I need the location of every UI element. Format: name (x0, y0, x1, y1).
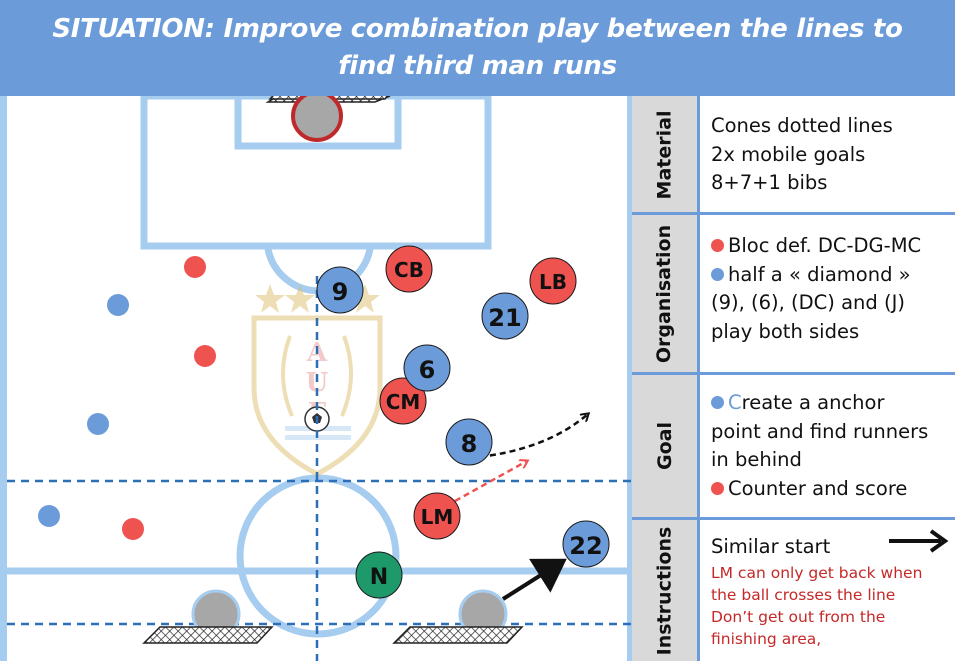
organisation-blue-line: half a « diamond » (711, 261, 955, 290)
penalty-area (140, 96, 492, 250)
blue-bullet-icon (711, 396, 724, 409)
player-blue-9: 9 (316, 266, 364, 314)
pass-arrow (501, 558, 567, 601)
instructions-red-line: LM can only get back when (711, 563, 923, 582)
svg-text:CM: CM (386, 390, 421, 414)
svg-text:LB: LB (539, 270, 567, 294)
svg-text:CB: CB (394, 258, 424, 282)
goal-row: Goal Create a anchor point and find runn… (632, 375, 955, 517)
player-blue-21: 21 (481, 292, 529, 340)
red-bullet-icon (711, 239, 724, 252)
goal-line: point and find runners (711, 419, 929, 443)
side-panel: Material Cones dotted lines 2x mobile go… (632, 96, 955, 661)
player-blue-8: 8 (445, 418, 493, 466)
svg-text:6: 6 (419, 356, 436, 384)
organisation-content: Bloc def. DC-DG-MC half a « diamond » (9… (700, 215, 955, 372)
instructions-red-line: the ball crosses the line (711, 585, 896, 604)
instructions-label: Instructions (653, 526, 676, 655)
organisation-label-cell: Organisation (632, 215, 700, 372)
player-blue-6: 6 (403, 344, 451, 392)
goal-label-cell: Goal (632, 375, 700, 517)
top-mobile-goal (265, 96, 391, 142)
material-line: 2x mobile goals (711, 142, 866, 166)
blue-bullet-icon (711, 267, 724, 281)
red-dashed-run-arrow (454, 461, 527, 503)
goal-line: in behind (711, 448, 802, 471)
player-red-cb: CB (385, 245, 433, 293)
svg-text:8: 8 (461, 430, 478, 458)
page-title: SITUATION: Improve combination play betw… (52, 14, 903, 81)
row-divider (632, 212, 955, 215)
arrow-right-icon (889, 529, 949, 553)
header-banner: SITUATION: Improve combination play betw… (0, 0, 955, 96)
cone-markers (38, 256, 216, 540)
svg-text:U: U (306, 368, 329, 398)
organisation-red-line: Bloc def. DC-DG-MC (711, 232, 955, 261)
svg-text:N: N (370, 565, 388, 590)
row-divider (632, 372, 955, 375)
goal-area (234, 96, 402, 150)
row-divider (632, 517, 955, 520)
instructions-label-cell: Instructions (632, 520, 700, 661)
player-red-lm: LM (413, 492, 461, 540)
goal-blue-line: Create a anchor (711, 389, 955, 418)
material-line: Cones dotted lines (711, 114, 893, 137)
instructions-row: Instructions Similar start LM can only g… (632, 520, 955, 661)
blue-marker (38, 505, 60, 527)
goal-red-line: Counter and score (711, 475, 955, 504)
material-label-cell: Material (632, 96, 700, 213)
organisation-line: (9), (6), (DC) and (J) (711, 291, 905, 314)
instructions-content: Similar start LM can only get back when … (700, 520, 955, 661)
svg-text:22: 22 (569, 532, 602, 560)
organisation-line: play both sides (711, 319, 860, 343)
blue-marker (87, 413, 109, 435)
red-bullet-icon (711, 481, 724, 495)
organisation-label: Organisation (653, 224, 676, 363)
material-content: Cones dotted lines 2x mobile goals 8+7+1… (700, 96, 955, 213)
bottom-right-mobile-goal (392, 589, 524, 644)
red-marker (184, 256, 206, 278)
player-red-lb: LB (529, 257, 577, 305)
svg-text:9: 9 (332, 278, 349, 306)
goal-label: Goal (653, 422, 676, 470)
pitch-diagram: A U F (0, 96, 632, 661)
instructions-line: Similar start (711, 535, 831, 558)
goal-content: Create a anchor point and find runners i… (700, 375, 955, 517)
instructions-red-line: finishing area, (711, 629, 822, 648)
material-line: 8+7+1 bibs (711, 171, 828, 194)
svg-text:21: 21 (488, 304, 521, 332)
instructions-red-line: Don’t get out from the (711, 607, 886, 626)
player-red-cm: CM (379, 377, 427, 425)
blue-marker (107, 294, 129, 316)
player-neutral: N (355, 551, 403, 599)
material-label: Material (653, 110, 676, 199)
player-blue-22: 22 (562, 520, 610, 568)
red-marker (194, 345, 216, 367)
svg-text:LM: LM (421, 505, 454, 529)
bottom-left-mobile-goal (142, 589, 274, 644)
organisation-row: Organisation Bloc def. DC-DG-MC half a «… (632, 215, 955, 372)
material-row: Material Cones dotted lines 2x mobile go… (632, 96, 955, 213)
red-marker (122, 518, 144, 540)
star-icon (255, 284, 380, 313)
